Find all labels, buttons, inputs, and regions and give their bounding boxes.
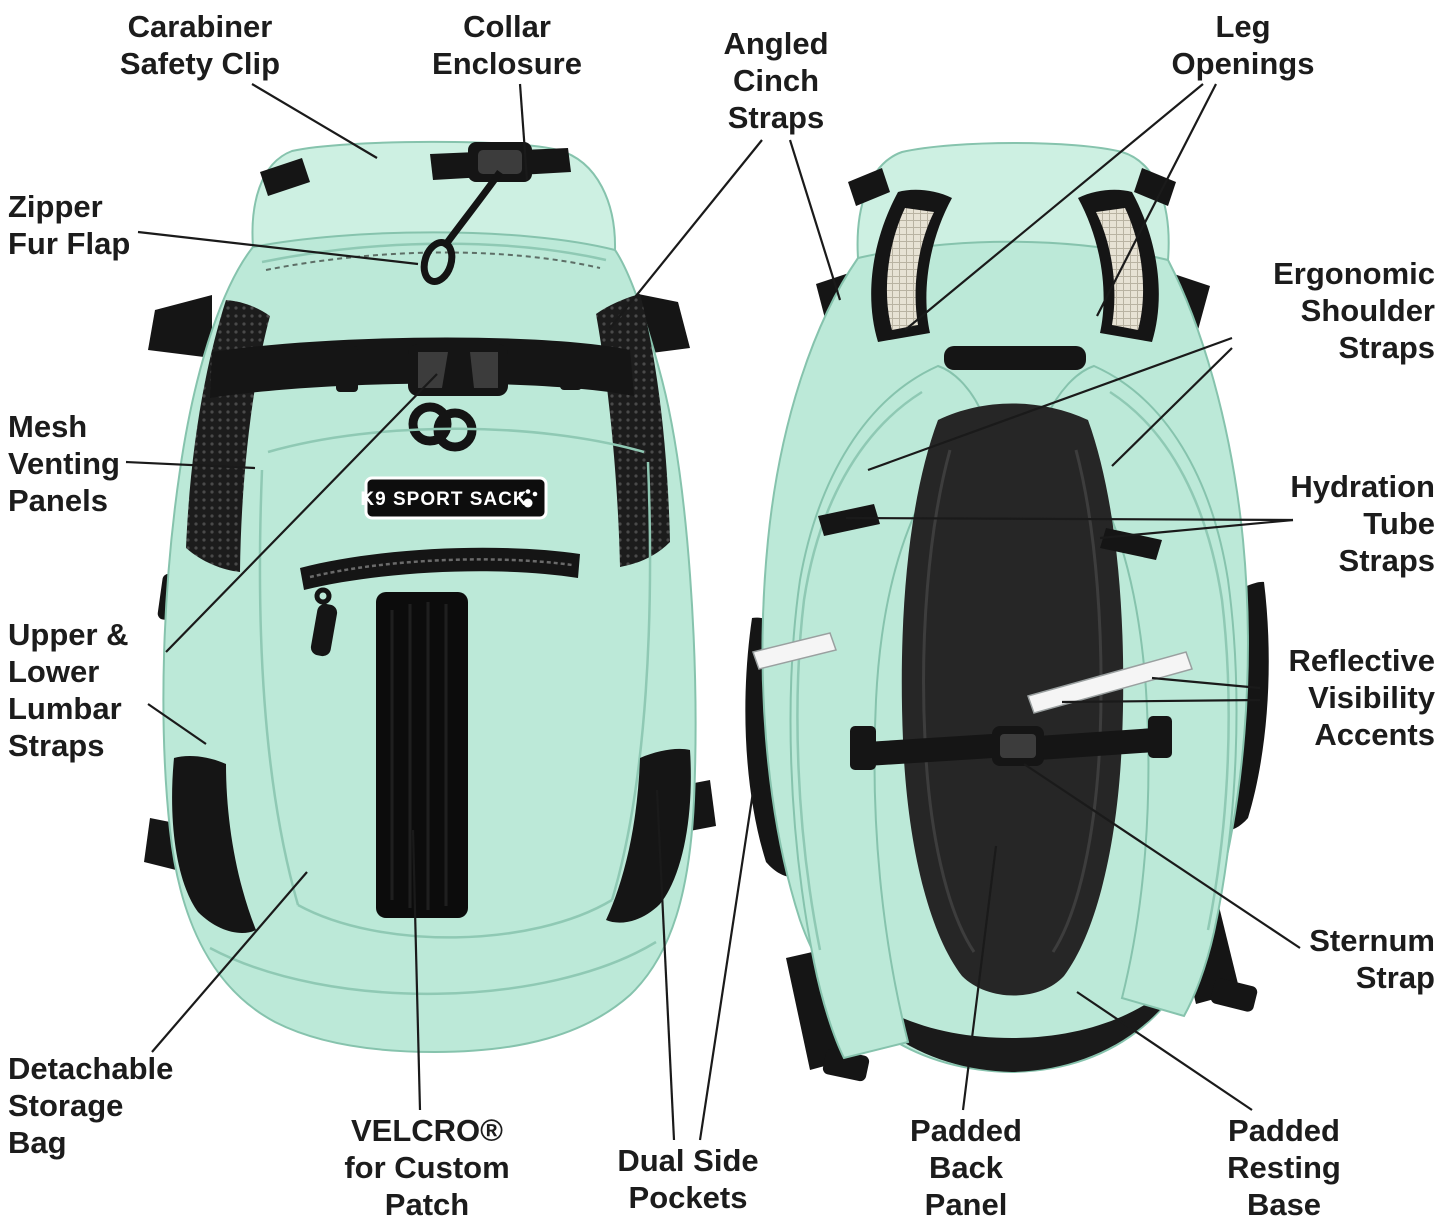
back-top-tab-right (1134, 168, 1176, 206)
line-detachable (151, 871, 308, 1053)
line-collar (518, 83, 529, 181)
back-top-tab-left (848, 168, 890, 206)
line-resting-base (1076, 991, 1253, 1111)
line-sternum (1023, 763, 1301, 949)
reflective-stripe-right (1027, 651, 1193, 714)
strap-keeper-left (336, 346, 358, 392)
reflective-stripe-left (752, 632, 837, 670)
line-carabiner (251, 83, 378, 159)
line-dual-back (698, 791, 755, 1141)
line-reflective-2 (1061, 698, 1261, 704)
pocket-seam-top (267, 427, 645, 454)
padded-resting-base-shape (830, 958, 1196, 1072)
sternum-mount-left (850, 726, 876, 770)
sternum-strap-webbing-right (1038, 728, 1155, 760)
pocket-seam-left (258, 469, 300, 906)
side-pocket-front-right (606, 748, 691, 923)
line-lumbar-lower (147, 703, 207, 745)
line-fur-flap (137, 230, 419, 266)
carabiner-clip (420, 239, 456, 285)
front-view-backpack: K9 SPORT SACK (144, 140, 716, 1054)
top-tab-left (260, 158, 310, 196)
logo-patch-background (364, 476, 548, 520)
hydration-strap-left (818, 504, 880, 536)
strap-keeper-right (560, 344, 582, 390)
leg-opening-left (871, 189, 952, 342)
paw-icon (518, 489, 538, 508)
line-leg-left (904, 83, 1204, 331)
back-panel-stitching (922, 449, 1103, 953)
sternum-mount-right (1148, 716, 1172, 758)
front-zipper-band (300, 547, 580, 590)
zipper-pull-ring (314, 587, 332, 605)
line-mesh (125, 460, 256, 470)
padded-back-panel-shape (901, 403, 1124, 996)
side-pocket-front-left (172, 756, 256, 933)
line-hydration-right (1099, 518, 1294, 540)
back-view-backpack (745, 142, 1269, 1082)
tail-buckle-left (822, 1048, 870, 1082)
sternum-buckle (992, 726, 1044, 766)
velcro-texture (390, 602, 448, 910)
leg-opening-right (1078, 189, 1159, 342)
buckle-detail-right (470, 352, 498, 388)
tail-buckle-right (1210, 978, 1258, 1012)
line-ergo-left (867, 336, 1233, 472)
velcro-strip (376, 592, 468, 918)
brand-logo-patch: K9 SPORT SACK (360, 476, 548, 520)
carabiner-strap (441, 169, 503, 250)
d-ring-left (408, 402, 452, 446)
collar-buckle-detail (478, 150, 522, 174)
buckle-detail-left (418, 352, 448, 388)
line-cinch-back (788, 139, 842, 301)
line-leg-right (1096, 83, 1217, 317)
leader-lines (125, 83, 1301, 1141)
line-cinch-front (609, 139, 763, 329)
strap-seam-left (796, 390, 923, 951)
logo-text: K9 SPORT SACK (360, 489, 527, 510)
fur-flap-zipper (265, 251, 601, 271)
carry-handle (944, 346, 1086, 370)
line-ergo-right (1111, 347, 1233, 467)
sternum-strap-webbing-left (866, 734, 993, 766)
base-seam (209, 940, 657, 995)
pocket-seam-right (610, 461, 652, 901)
line-lumbar-upper (165, 373, 438, 653)
line-dual-front (655, 789, 676, 1141)
line-back-panel (961, 845, 998, 1111)
line-hydration-left (845, 516, 1294, 522)
zipper-teeth (309, 558, 573, 579)
strap-seam-right (1109, 390, 1230, 931)
upper-lumbar-strap-left (148, 295, 212, 358)
pocket-seam-bottom (297, 898, 613, 939)
line-velcro (411, 829, 422, 1111)
line-reflective-1 (1151, 676, 1261, 690)
zipper-pull (310, 603, 338, 657)
